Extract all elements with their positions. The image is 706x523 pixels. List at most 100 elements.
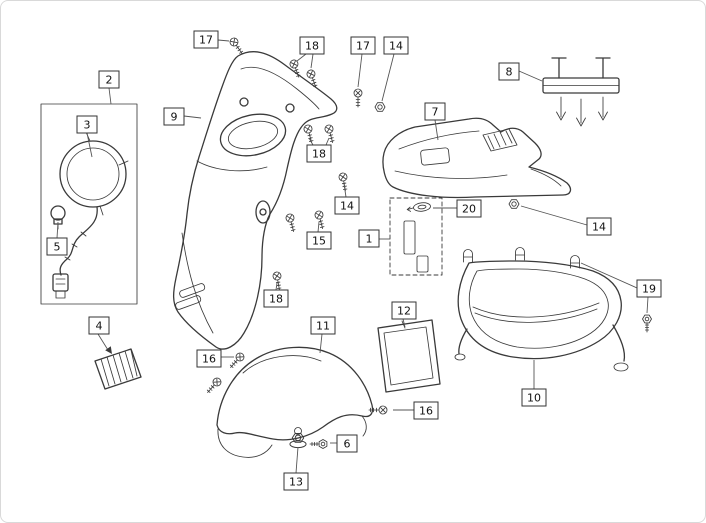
- part-number-box: [88, 316, 110, 335]
- screw-icon: [323, 123, 337, 145]
- wire-harness: [59, 206, 98, 276]
- part-number: 20: [462, 203, 476, 216]
- callout-9: 9: [163, 107, 202, 126]
- bolt-icon: [642, 314, 652, 333]
- front-fender-outline: [216, 346, 374, 441]
- leader-line: [646, 296, 649, 314]
- leader-line: [580, 262, 638, 289]
- leader-line: [434, 119, 439, 141]
- callout-3: 3: [76, 115, 98, 158]
- mud-flap: [377, 319, 441, 393]
- part-number: 17: [199, 34, 213, 47]
- part-number: 17: [356, 40, 370, 53]
- part-number: 19: [642, 283, 656, 296]
- part-number-box: [263, 289, 289, 308]
- pad-strip: [416, 255, 429, 273]
- leader-line: [520, 205, 588, 226]
- bolt-icon: [309, 439, 328, 449]
- callout-4: 4: [88, 316, 112, 354]
- part-number-box: [306, 144, 332, 163]
- screw-icon: [313, 209, 327, 231]
- callout-6: 6: [330, 434, 358, 453]
- kit-dashed-box: [389, 197, 443, 276]
- front-fender: [216, 346, 374, 458]
- callout-2: 2: [98, 70, 120, 105]
- callout-12: 12: [391, 301, 417, 328]
- part-number-box: [350, 36, 376, 55]
- part-number: 10: [527, 392, 541, 405]
- callout-10: 10: [521, 360, 547, 407]
- leader-line: [319, 333, 323, 354]
- part-number-box: [413, 401, 439, 420]
- leader-line: [86, 132, 93, 158]
- part-number: 14: [389, 40, 403, 53]
- leader-line: [310, 53, 314, 69]
- mounting-bracket: [542, 57, 620, 127]
- part-number: 14: [592, 221, 606, 234]
- leader-line: [56, 221, 59, 239]
- screw-icon: [227, 350, 247, 371]
- part-number-box: [98, 70, 120, 89]
- part-number: 16: [419, 405, 433, 418]
- rear-fender: [172, 51, 338, 350]
- spring-clip-icon: [406, 201, 432, 214]
- leader-line: [357, 53, 363, 88]
- part-number: 13: [289, 476, 303, 489]
- leader-line: [217, 39, 230, 42]
- leader-line: [308, 137, 314, 146]
- clip-icon: [515, 247, 525, 261]
- part-number: 18: [312, 148, 326, 161]
- insert-arrow: [576, 98, 586, 127]
- callout-18-a: 18: [296, 36, 325, 69]
- insert-arrow: [598, 96, 608, 121]
- callout-19: 19: [580, 262, 662, 314]
- callout-17-b: 17: [350, 36, 376, 88]
- clip-icon: [463, 249, 473, 263]
- part-number-box: [334, 196, 360, 215]
- callout-1: 1: [358, 229, 390, 248]
- part-number: 15: [312, 235, 326, 248]
- rack-outer-tube: [457, 260, 622, 360]
- screw-icon: [353, 88, 363, 108]
- callout-13: 13: [283, 446, 309, 491]
- part-number-box: [383, 36, 409, 55]
- screw-icon: [284, 212, 298, 234]
- part-number-box: [424, 102, 446, 121]
- tail-light-opening: [219, 113, 287, 157]
- part-number: 7: [432, 106, 439, 119]
- part-number-box: [283, 472, 309, 491]
- leader-line: [183, 115, 202, 119]
- part-number-box: [193, 30, 219, 49]
- callout-7: 7: [424, 102, 446, 141]
- part-number-box: [310, 316, 336, 335]
- callout-14-b: 14: [334, 183, 360, 215]
- callout-11: 11: [310, 316, 336, 354]
- leader-line: [296, 53, 307, 62]
- part-number-box: [456, 199, 482, 218]
- screw-icon: [271, 270, 284, 291]
- callout-16-b: 16: [393, 401, 439, 420]
- nut-icon: [508, 199, 520, 209]
- part-number: 5: [54, 241, 61, 254]
- part-number-box: [358, 229, 380, 248]
- callout-18-b: 18: [306, 137, 332, 163]
- rear-fender-outline: [172, 51, 338, 350]
- flange-nut-icon: [289, 432, 307, 449]
- part-number-box: [46, 237, 68, 256]
- part-number-box: [636, 279, 662, 298]
- arrowhead: [105, 346, 112, 354]
- leader-line: [295, 446, 299, 474]
- part-number: 11: [316, 320, 330, 333]
- leader-line: [402, 318, 406, 328]
- floor-panel: [382, 117, 572, 199]
- part-number: 9: [171, 111, 178, 124]
- part-number: 12: [397, 305, 411, 318]
- part-number-box: [76, 115, 98, 134]
- tail-light-assembly: [40, 103, 138, 305]
- callout-8: 8: [498, 62, 543, 82]
- part-number: 16: [202, 353, 216, 366]
- part-number-box: [521, 388, 547, 407]
- callout-18-c: 18: [263, 282, 289, 308]
